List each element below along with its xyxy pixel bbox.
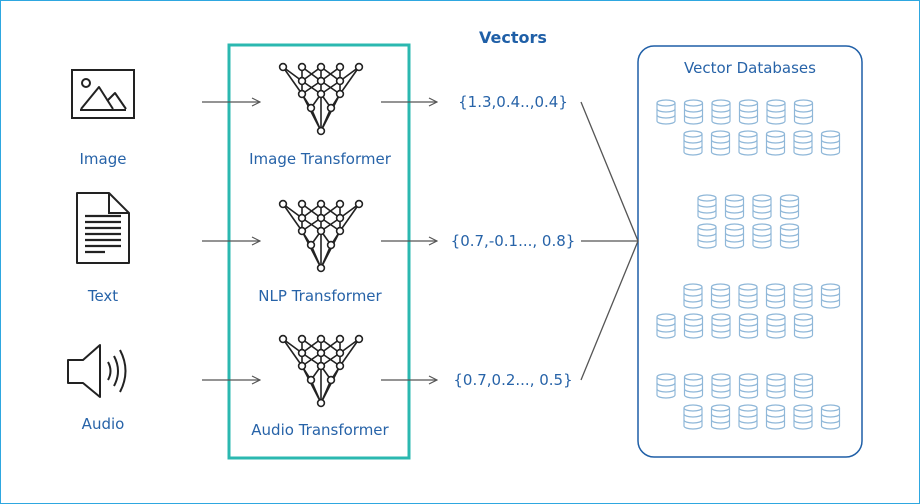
database-icon — [779, 223, 800, 249]
database-icon — [656, 99, 676, 125]
database-icon — [793, 130, 813, 156]
database-icon — [711, 313, 731, 339]
database-icon — [793, 99, 814, 125]
vector-database-panel — [637, 45, 863, 458]
transformer-label-audio: Audio Transformer — [251, 421, 389, 439]
database-icon — [738, 373, 759, 399]
database-icon — [710, 404, 731, 430]
transformer-box — [227, 43, 411, 460]
database-icon — [711, 373, 731, 399]
database-icon — [779, 194, 800, 220]
database-icon — [683, 404, 703, 430]
database-icon — [724, 223, 745, 249]
database-icon — [683, 99, 704, 125]
input-label-text: Text — [87, 287, 119, 305]
database-icon — [697, 223, 717, 249]
database-icon — [724, 194, 745, 220]
database-icon — [793, 283, 813, 309]
neural-network-icon-0 — [278, 62, 364, 136]
database-icon — [766, 373, 786, 399]
speaker-icon — [67, 344, 127, 398]
database-icon — [793, 404, 813, 430]
vectors-title: Vectors — [479, 28, 547, 47]
database-icon — [793, 373, 814, 399]
neural-network-icon-2 — [278, 334, 364, 408]
database-icon — [765, 404, 786, 430]
database-icon — [683, 130, 703, 156]
input-label-image: Image — [79, 150, 127, 168]
database-icon — [738, 130, 758, 156]
database-icon — [683, 373, 704, 399]
document-icon — [76, 192, 130, 264]
database-icon — [752, 223, 772, 249]
database-icon — [752, 194, 772, 220]
database-icon — [765, 130, 786, 156]
input-arrows — [202, 102, 260, 380]
vector-output-text: {0.7,-0.1..., 0.8} — [450, 232, 576, 250]
vector-output-audio: {0.7,0.2..., 0.5} — [453, 371, 573, 389]
database-icon — [820, 404, 841, 430]
output-arrows — [381, 102, 437, 380]
transformer-label-nlp: NLP Transformer — [258, 287, 382, 305]
database-icon — [793, 313, 814, 339]
database-icon — [766, 313, 786, 339]
database-icon — [697, 194, 717, 220]
database-icon — [738, 313, 759, 339]
database-icon — [683, 313, 704, 339]
image-icon — [71, 69, 135, 119]
vector-output-image: {1.3,0.4..,0.4} — [458, 93, 568, 111]
neural-network-icon-1 — [278, 199, 364, 273]
vector-database-title: Vector Databases — [684, 59, 816, 77]
database-icon — [766, 99, 786, 125]
database-connectors — [580, 101, 639, 381]
database-icon — [738, 404, 758, 430]
database-icon — [711, 99, 731, 125]
database-icon — [656, 313, 676, 339]
transformer-label-image: Image Transformer — [249, 150, 391, 168]
database-icon — [656, 373, 676, 399]
database-icon — [738, 99, 759, 125]
database-icon — [820, 283, 841, 309]
input-label-audio: Audio — [81, 415, 125, 433]
database-icon — [710, 283, 731, 309]
database-icon — [710, 130, 731, 156]
database-icon — [683, 283, 703, 309]
database-icon — [820, 130, 841, 156]
database-icon — [738, 283, 758, 309]
database-icon — [765, 283, 786, 309]
